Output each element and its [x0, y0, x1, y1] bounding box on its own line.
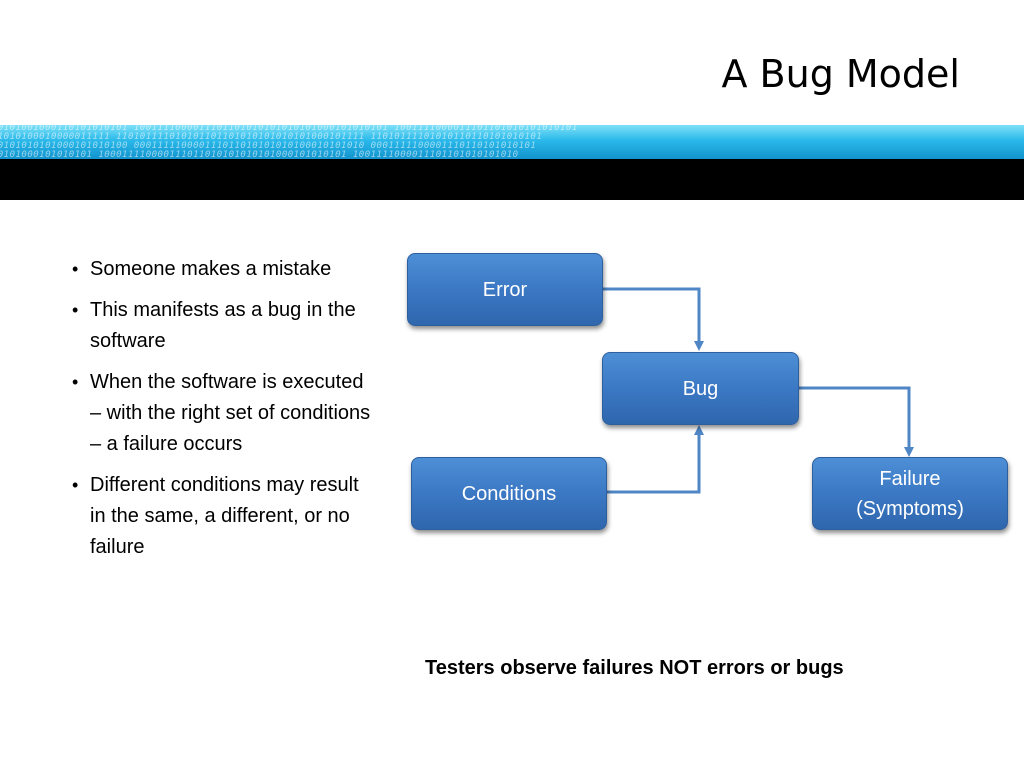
bullet-text: When the software is executed – with the… — [90, 371, 371, 455]
bullet-list: • Someone makes a mistake • This manifes… — [72, 254, 372, 573]
slide-title: A Bug Model — [721, 52, 960, 96]
node-failure: Failure (Symptoms) — [812, 457, 1008, 530]
node-failure-label-line1: Failure — [879, 467, 941, 490]
connector-error-to-bug — [601, 287, 704, 351]
bullet-item: • Different conditions may result in the… — [72, 470, 372, 563]
bullet-item: • This manifests as a bug in the softwar… — [72, 295, 372, 357]
binary-text-row: 1010101010101000101010100 00011111000011… — [0, 141, 537, 151]
binary-text-row: 1010101001000110101010101 10011110000111… — [0, 125, 578, 133]
binary-header-band: 1010101001000110101010101 10011110000111… — [0, 125, 1024, 159]
bullet-item: • When the software is executed – with t… — [72, 367, 372, 460]
bullet-text: Someone makes a mistake — [90, 258, 332, 280]
bullet-dot: • — [72, 259, 79, 279]
bullet-dot: • — [72, 300, 79, 320]
node-bug: Bug — [602, 352, 799, 425]
binary-text-row: 0101010100010000011111 11010111101010110… — [0, 132, 543, 142]
bullet-dot: • — [72, 475, 79, 495]
node-error-label: Error — [482, 278, 528, 301]
connector-conditions-to-bug — [605, 425, 704, 494]
footnote-text: Testers observe failures NOT errors or b… — [425, 657, 844, 679]
bullet-dot: • — [72, 372, 79, 392]
bullet-text: This manifests as a bug in the software — [90, 299, 356, 352]
bullet-item: • Someone makes a mistake — [72, 254, 372, 285]
node-conditions-label: Conditions — [461, 482, 557, 505]
black-header-band — [0, 159, 1024, 200]
bullet-text: Different conditions may result in the s… — [90, 474, 359, 558]
node-bug-label: Bug — [682, 377, 719, 400]
node-conditions: Conditions — [411, 457, 607, 530]
node-failure-label-line2: (Symptoms) — [856, 497, 964, 520]
binary-text-row: 1010101000101010101 10001111000011101101… — [0, 150, 519, 159]
connector-bug-to-failure — [797, 386, 914, 457]
node-error: Error — [407, 253, 603, 326]
